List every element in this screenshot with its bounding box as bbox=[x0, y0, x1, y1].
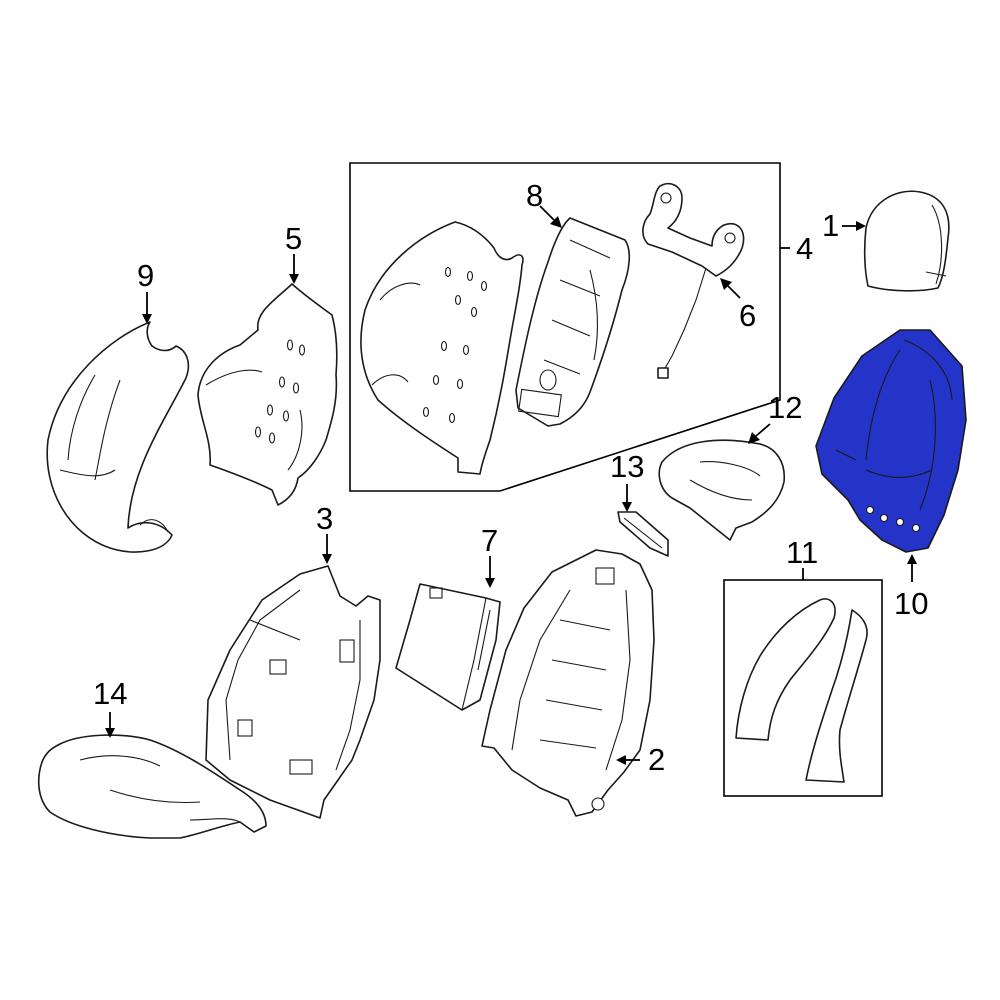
assembly-box-4 bbox=[349, 162, 781, 492]
part-5-back-heater-pad[interactable] bbox=[197, 283, 338, 506]
part-2-back-frame-assembly[interactable] bbox=[481, 549, 655, 817]
part-3-back-frame[interactable] bbox=[205, 565, 381, 819]
leader-3 bbox=[322, 534, 332, 564]
part-8-back-module[interactable] bbox=[515, 217, 631, 427]
leader-1 bbox=[842, 221, 866, 231]
callout-4[interactable]: 4 bbox=[796, 231, 814, 266]
leader-12 bbox=[748, 423, 771, 444]
part-1-headrest[interactable] bbox=[863, 190, 950, 292]
callout-14[interactable]: 14 bbox=[93, 676, 128, 711]
callout-8[interactable]: 8 bbox=[526, 178, 544, 213]
leader-6 bbox=[720, 278, 741, 299]
leader-5 bbox=[289, 254, 299, 284]
part-12-lumbar-pad[interactable] bbox=[658, 439, 785, 541]
part-10-back-panel[interactable] bbox=[815, 329, 967, 553]
callout-12[interactable]: 12 bbox=[768, 390, 803, 425]
leader-10 bbox=[907, 554, 917, 582]
leader-14 bbox=[105, 712, 115, 738]
leader-9 bbox=[142, 292, 152, 324]
part-14-cushion-cover[interactable] bbox=[37, 734, 267, 839]
part-back-foam[interactable] bbox=[360, 221, 524, 475]
leader-7 bbox=[485, 556, 495, 588]
callout-7[interactable]: 7 bbox=[481, 523, 499, 558]
callout-9[interactable]: 9 bbox=[137, 258, 155, 293]
callout-11[interactable]: 11 bbox=[786, 535, 819, 570]
part-7-module[interactable] bbox=[395, 583, 501, 711]
leader-8 bbox=[539, 205, 562, 228]
leader-13 bbox=[622, 484, 632, 512]
leader-2 bbox=[616, 755, 640, 765]
callout-3[interactable]: 3 bbox=[316, 501, 334, 536]
callout-5[interactable]: 5 bbox=[285, 221, 303, 256]
callout-10[interactable]: 10 bbox=[894, 586, 929, 621]
part-13-clip[interactable] bbox=[617, 511, 669, 557]
callout-6[interactable]: 6 bbox=[739, 298, 757, 333]
part-6-headrest-guide[interactable] bbox=[642, 182, 745, 379]
part-9-back-cover[interactable] bbox=[46, 321, 190, 553]
part-11-side-trims[interactable] bbox=[735, 598, 868, 783]
callout-2[interactable]: 2 bbox=[648, 742, 666, 777]
callout-13[interactable]: 13 bbox=[610, 449, 645, 484]
callout-1[interactable]: 1 bbox=[822, 208, 840, 243]
